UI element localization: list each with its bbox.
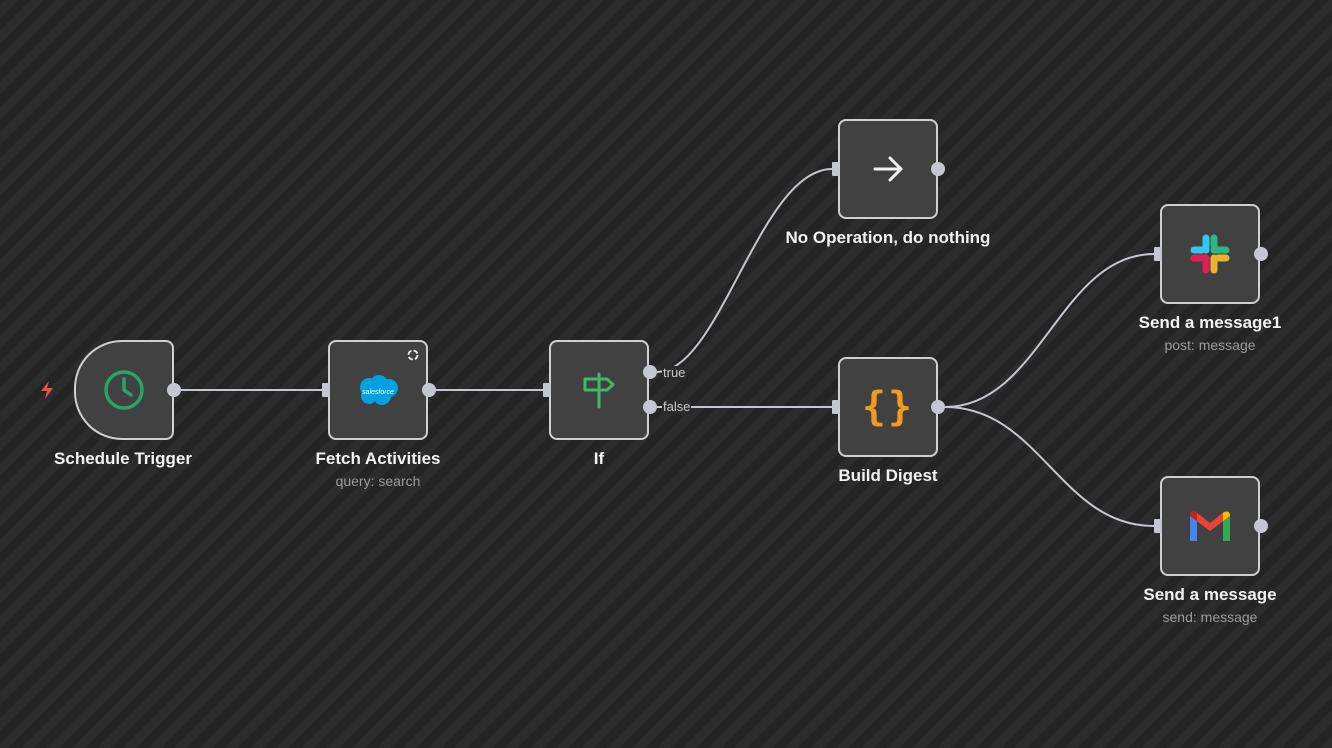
connection-digest-slack[interactable] [944,253,1155,408]
node-build-digest[interactable]: {} [838,357,938,457]
slack-output-port[interactable] [1254,247,1268,261]
node-no-operation[interactable] [838,119,938,219]
clock-icon [100,366,148,414]
lightning-bolt-icon [41,381,53,399]
braces-icon: {} [861,383,915,431]
node-fetch-activities[interactable]: salesforce [328,340,428,440]
arrow-right-icon [864,145,912,193]
node-schedule-trigger[interactable] [74,340,174,440]
signpost-icon [575,366,623,414]
gmail-icon [1186,502,1234,550]
node-send-message-slack[interactable] [1160,204,1260,304]
node-label-noop: No Operation, do nothing [785,228,991,247]
node-if[interactable] [549,340,649,440]
node-label-schedule: Schedule Trigger [54,449,192,468]
node-label-digest: Build Digest [838,466,938,485]
node-label-fetch: Fetch Activities [315,449,441,468]
slack-input-port[interactable] [1154,247,1162,261]
if-false-output-port[interactable] [643,400,657,414]
branch-label-false: false [662,399,692,414]
fetch-input-port[interactable] [322,383,330,397]
digest-output-port[interactable] [931,400,945,414]
node-send-message-gmail[interactable] [1160,476,1260,576]
connection-if-noop[interactable] [656,168,833,373]
node-subtitle-gmail: send: message [1162,609,1258,625]
refresh-icon [407,349,419,361]
if-true-output-port[interactable] [643,365,657,379]
if-input-port[interactable] [543,383,551,397]
salesforce-wordmark: salesforce [362,389,394,396]
node-subtitle-slack: post: message [1164,337,1256,353]
braces-glyph: {} [861,384,915,430]
connection-digest-gmail[interactable] [944,406,1155,527]
schedule-output-port[interactable] [167,383,181,397]
node-label-slack: Send a message1 [1138,313,1282,332]
gmail-input-port[interactable] [1154,519,1162,533]
salesforce-icon: salesforce [354,366,402,414]
noop-output-port[interactable] [931,162,945,176]
noop-input-port[interactable] [832,162,840,176]
gmail-output-port[interactable] [1254,519,1268,533]
node-label-if: If [593,449,605,468]
fetch-output-port[interactable] [422,383,436,397]
slack-icon [1186,230,1234,278]
branch-label-true: true [662,365,687,380]
digest-input-port[interactable] [832,400,840,414]
node-label-gmail: Send a message [1143,585,1277,604]
node-subtitle-fetch: query: search [335,473,421,489]
